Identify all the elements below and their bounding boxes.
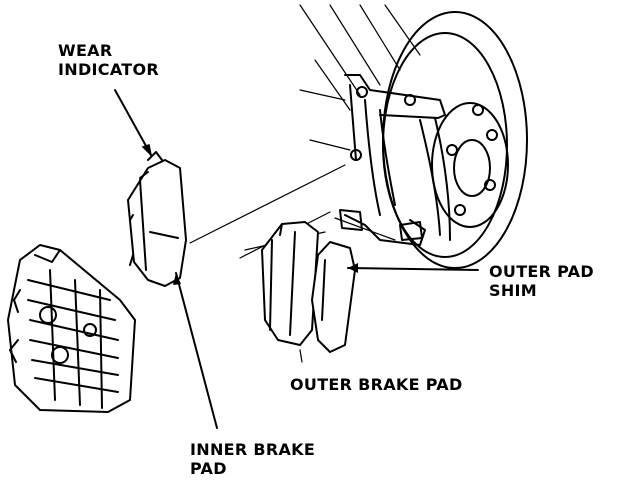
inner-brake-pad-label-line1: INNER BRAKE — [190, 440, 316, 459]
outer-brake-pad-label: OUTER BRAKE PAD — [290, 375, 463, 394]
outer-pad-shim — [311, 241, 356, 353]
inner-brake-pad-label-line2: PAD — [190, 459, 227, 478]
outer-brake-pad — [261, 221, 319, 346]
outer-pad-shim-label: OUTER PAD SHIM — [489, 262, 594, 300]
inner-brake-pad — [127, 151, 187, 287]
outer-pad-shim-label-line1: OUTER PAD — [489, 262, 594, 281]
wear-indicator-label-line2: INDICATOR — [58, 60, 159, 79]
caliper-bracket — [339, 74, 451, 246]
outer-brake-pad-label-text: OUTER BRAKE PAD — [290, 375, 463, 394]
inner-brake-pad-label: INNER BRAKE PAD — [190, 440, 315, 478]
wear-indicator-label-line1: WEAR — [58, 41, 113, 60]
label-leaders — [114, 89, 479, 429]
caliper-body — [7, 244, 136, 413]
suspension-struts — [299, 4, 421, 151]
wear-indicator-label: WEAR INDICATOR — [58, 41, 159, 79]
brake-rotor — [382, 11, 528, 269]
outer-pad-shim-label-line2: SHIM — [489, 281, 537, 300]
